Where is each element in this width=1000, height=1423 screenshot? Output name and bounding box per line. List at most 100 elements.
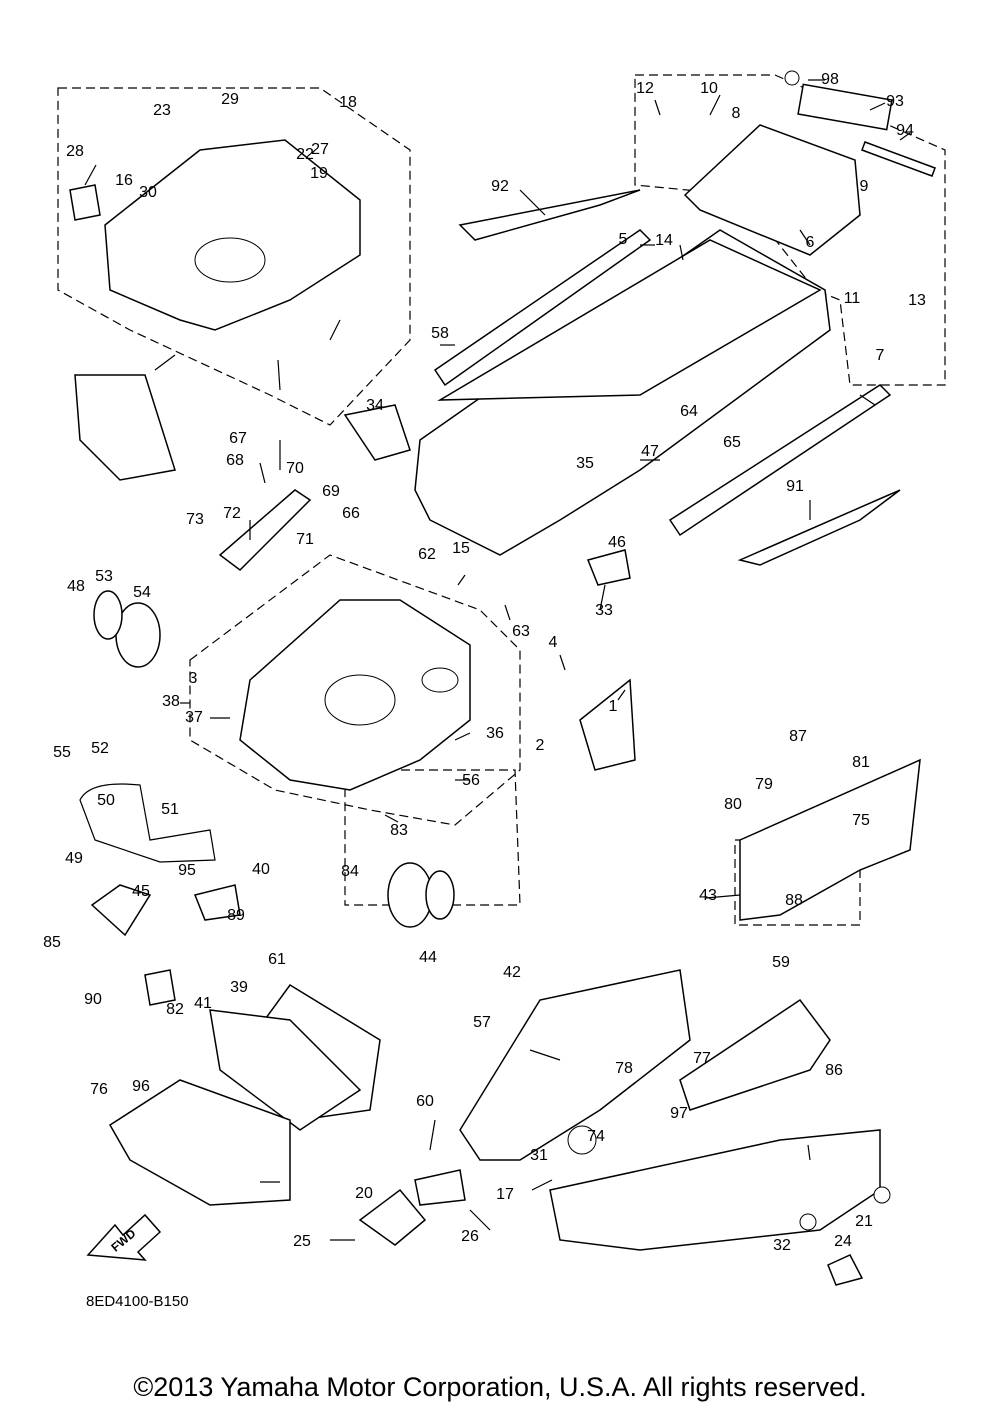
cover-assemblies <box>108 758 921 1286</box>
callout-28: 28 <box>66 143 84 160</box>
callout-57: 57 <box>473 1014 491 1031</box>
bracket-40 <box>144 969 176 1006</box>
callout-11: 11 <box>844 290 861 307</box>
callout-7: 7 <box>876 347 885 364</box>
callout-37: 37 <box>185 709 203 726</box>
fwd-arrow-shape <box>86 1213 162 1261</box>
callout-14: 14 <box>655 232 673 249</box>
callout-66: 66 <box>342 505 360 522</box>
callout-1: 1 <box>609 698 618 715</box>
callout-77: 77 <box>693 1050 711 1067</box>
callout-94: 94 <box>896 122 914 139</box>
callout-65: 65 <box>723 434 741 451</box>
callout-55: 55 <box>53 744 71 761</box>
callout-86: 86 <box>825 1062 843 1079</box>
callout-69: 69 <box>322 483 340 500</box>
callout-84: 84 <box>341 863 359 880</box>
steering-bracket-66 <box>218 489 312 571</box>
label-plate-93 <box>797 83 893 131</box>
callout-19: 19 <box>310 165 328 182</box>
callout-39: 39 <box>230 979 248 996</box>
strip-92 <box>458 189 641 241</box>
callout-9: 9 <box>860 178 869 195</box>
callout-72: 72 <box>223 505 241 522</box>
cover-79 <box>209 1009 362 1131</box>
callout-16: 16 <box>115 172 133 189</box>
callout-50: 50 <box>97 792 115 809</box>
bracket-34 <box>343 404 411 461</box>
callout-34: 34 <box>366 397 384 414</box>
belly-pan-43 <box>459 969 691 1161</box>
callout-21: 21 <box>855 1213 873 1230</box>
callout-95: 95 <box>178 862 196 879</box>
bracket-25 <box>69 184 101 221</box>
callout-76: 76 <box>90 1081 108 1098</box>
callout-5: 5 <box>619 231 628 248</box>
callout-80: 80 <box>724 796 742 813</box>
callout-31: 31 <box>530 1147 548 1164</box>
callout-47: 47 <box>641 443 659 460</box>
side-cover-85 <box>739 758 921 921</box>
callout-18: 18 <box>339 94 357 111</box>
callout-60: 60 <box>416 1093 434 1110</box>
callout-67: 67 <box>229 430 247 447</box>
cover-88 <box>679 998 831 1111</box>
callout-52: 52 <box>91 740 109 757</box>
callout-98: 98 <box>821 71 839 88</box>
main-frame-assembly <box>218 489 636 791</box>
main-frame-opening-left <box>324 674 396 726</box>
callout-29: 29 <box>221 91 239 108</box>
bracket-77 <box>414 1169 466 1206</box>
main-frame-opening-right <box>421 667 459 693</box>
callout-96: 96 <box>132 1078 150 1095</box>
callout-22: 22 <box>296 146 314 163</box>
strip-94 <box>861 141 936 177</box>
callout-6: 6 <box>806 234 815 251</box>
callout-36: 36 <box>486 725 504 742</box>
callout-70: 70 <box>286 460 304 477</box>
tunnel-assembly <box>414 70 936 566</box>
callout-20: 20 <box>355 1185 373 1202</box>
rear-tunnel-plate <box>683 124 861 256</box>
handle-51 <box>90 884 152 937</box>
grommet-74-b <box>799 1213 817 1231</box>
callout-97: 97 <box>670 1105 688 1122</box>
drawing-code: 8ED4100-B150 <box>86 1293 189 1310</box>
callout-32: 32 <box>773 1237 791 1254</box>
bracket-50 <box>193 884 241 921</box>
callout-53: 53 <box>95 568 113 585</box>
callout-81: 81 <box>852 754 870 771</box>
callout-38: 38 <box>162 693 180 710</box>
callout-92: 92 <box>491 178 509 195</box>
heat-exchanger-left <box>433 229 652 387</box>
strip-91 <box>737 489 901 566</box>
callout-3: 3 <box>189 670 198 687</box>
bumper-48 <box>79 783 216 863</box>
bracket-group-outline <box>344 769 521 906</box>
callout-91: 91 <box>786 478 804 495</box>
callout-51: 51 <box>161 801 179 818</box>
fwd-arrow: FWD <box>86 1213 162 1261</box>
callout-61: 61 <box>268 951 286 968</box>
callout-33: 33 <box>595 602 613 619</box>
callout-75: 75 <box>852 812 870 829</box>
grommet-76 <box>567 1125 597 1155</box>
callout-85: 85 <box>43 934 61 951</box>
callout-15: 15 <box>452 540 470 557</box>
front-frame-group-outline <box>57 87 411 426</box>
callout-59: 59 <box>772 954 790 971</box>
callout-43: 43 <box>699 887 717 904</box>
callout-30: 30 <box>139 184 157 201</box>
callout-93: 93 <box>886 93 904 110</box>
front-frame-opening <box>194 237 266 283</box>
callout-13: 13 <box>908 292 926 309</box>
callout-89: 89 <box>227 907 245 924</box>
callout-74: 74 <box>587 1128 605 1145</box>
callout-24: 24 <box>834 1233 852 1250</box>
callout-8: 8 <box>732 105 741 122</box>
callout-90: 90 <box>84 991 102 1008</box>
copyright-notice: ©2013 Yamaha Motor Corporation, U.S.A. A… <box>133 1372 867 1402</box>
leader-lines <box>84 79 911 1241</box>
